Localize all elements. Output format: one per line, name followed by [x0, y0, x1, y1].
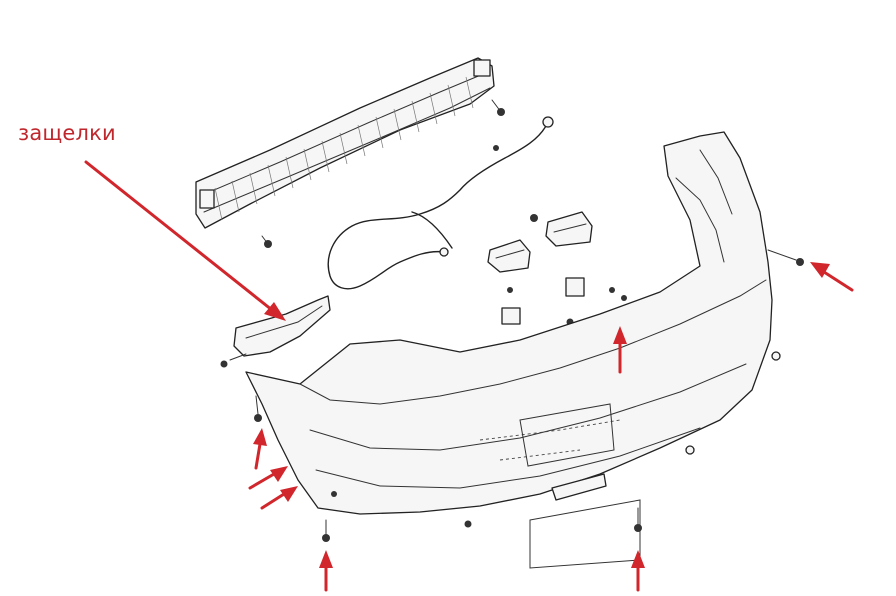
arrow-left-3 — [260, 486, 298, 510]
bumper-reinforcement-beam — [195, 57, 505, 248]
bumper-brackets — [487, 211, 627, 356]
bumper-cover — [245, 131, 804, 569]
arrow-right-top — [810, 262, 854, 292]
arrow-bottom-right — [631, 550, 645, 592]
wiring-harness — [327, 116, 554, 290]
arrow-left-1 — [253, 428, 267, 470]
side-latch-bracket — [220, 295, 331, 368]
arrow-bottom-left — [319, 550, 333, 592]
latches-label: защелки — [18, 121, 116, 145]
arrow-center-up — [613, 326, 627, 374]
latch-callout-arrow — [84, 160, 286, 321]
arrow-left-2 — [248, 466, 288, 490]
